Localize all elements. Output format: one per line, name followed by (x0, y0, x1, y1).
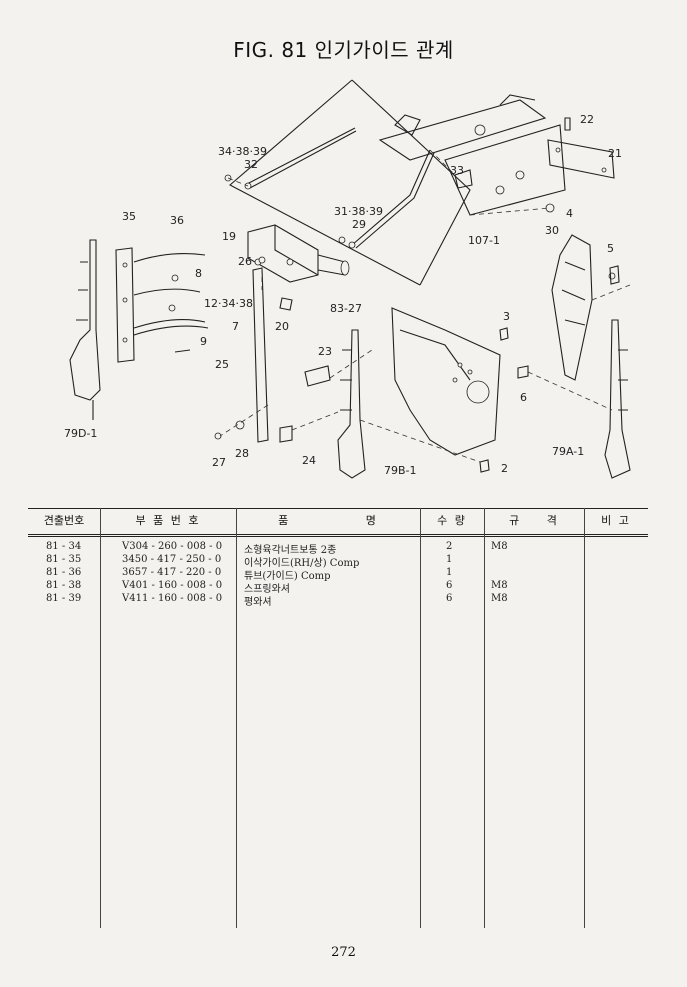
callout-30: 30 (545, 224, 559, 237)
callout-26: 26 (238, 255, 252, 268)
callout-83-27: 83-27 (330, 302, 362, 315)
header-part-no: 부 품 번 호 (135, 514, 201, 527)
callout-20: 20 (275, 320, 289, 333)
diagram-frame-line (351, 79, 471, 286)
callout-28: 28 (235, 447, 249, 460)
table-rows: 81 - 34 V304 - 260 - 008 - 0 소형육각너트보통 2종… (28, 541, 648, 608)
bracket-23 (304, 365, 331, 387)
exploded-parts-diagram: 22 21 34·38·39 32 33 35 36 19 31·38·39 2… (64, 79, 631, 479)
page-title: FIG. 81 인기가이드 관계 (233, 38, 454, 62)
callout-33: 33 (450, 164, 464, 177)
guide-79A-1 (604, 319, 631, 479)
callout-12-34-38: 12·34·38 (204, 297, 253, 310)
callout-35: 35 (122, 210, 136, 223)
bracket-19 (247, 224, 319, 283)
header-spec: 규 격 (509, 514, 559, 527)
callout-79B-1: 79B-1 (384, 464, 417, 477)
callout-3: 3 (503, 310, 510, 323)
table-row: 81 - 39 V411 - 160 - 008 - 0 평와셔 6 M8 (46, 593, 508, 608)
callout-27: 27 (212, 456, 226, 469)
member-25 (252, 267, 269, 443)
callout-22: 22 (580, 113, 594, 126)
rod-upper (244, 127, 356, 186)
table-row: 81 - 34 V304 - 260 - 008 - 0 소형육각너트보통 2종… (46, 541, 508, 556)
guide-79D-1 (69, 239, 101, 420)
callout-24: 24 (302, 454, 316, 467)
bolt-22 (564, 117, 571, 131)
page-number: 272 (331, 945, 356, 960)
table-row: 81 - 35 3450 - 417 - 250 - 0 이삭가이드(RH/상)… (46, 554, 453, 569)
callout-5: 5 (607, 242, 614, 255)
callout-25: 25 (215, 358, 229, 371)
upper-frame-assembly (378, 94, 566, 216)
tube-36 (133, 253, 206, 263)
callout-29: 29 (352, 218, 366, 231)
plate-21 (547, 139, 615, 179)
plate-35 (115, 247, 135, 363)
table-row: 81 - 38 V401 - 160 - 008 - 0 스프링와셔 6 M8 (46, 580, 508, 595)
guide-79B-1 (337, 329, 366, 479)
callout-4: 4 (566, 207, 573, 220)
callout-36: 36 (170, 214, 184, 227)
parts-table: 견출번호 부 품 번 호 품 명 수 량 규 격 비 고 81 - 34 V30… (28, 508, 648, 928)
callout-31-38-39: 31·38·39 (334, 205, 383, 218)
rod-29 (351, 149, 431, 246)
header-ref: 견출번호 (43, 514, 85, 527)
callout-107-1: 107-1 (468, 234, 500, 247)
table-header-rule (28, 534, 648, 535)
callout-8: 8 (195, 267, 202, 280)
callout-34-38-39: 34·38·39 (218, 145, 267, 158)
callout-9: 9 (200, 335, 207, 348)
diagram-frame-line (229, 79, 421, 286)
callout-79D-1: 79D-1 (64, 427, 97, 440)
callout-23: 23 (318, 345, 332, 358)
callout-2: 2 (501, 462, 508, 475)
callout-21: 21 (608, 147, 622, 160)
header-remarks: 비 고 (601, 514, 631, 527)
guide-4 (551, 234, 593, 381)
callout-32: 32 (244, 158, 258, 171)
parts-list: 견출번호 부 품 번 호 품 명 수 량 규 격 비 고 81 - 34 V30… (28, 508, 648, 928)
callout-6: 6 (520, 391, 527, 404)
table-row: 81 - 36 3657 - 417 - 220 - 0 튜브(가이드) Com… (46, 567, 453, 582)
callout-7: 7 (232, 320, 239, 333)
header-qty: 수 량 (437, 514, 467, 527)
table-top-rule (28, 508, 648, 509)
callout-19: 19 (222, 230, 236, 243)
callout-79A-1: 79A-1 (552, 445, 584, 458)
header-name: 품 명 (278, 514, 378, 527)
center-panel (391, 307, 501, 456)
